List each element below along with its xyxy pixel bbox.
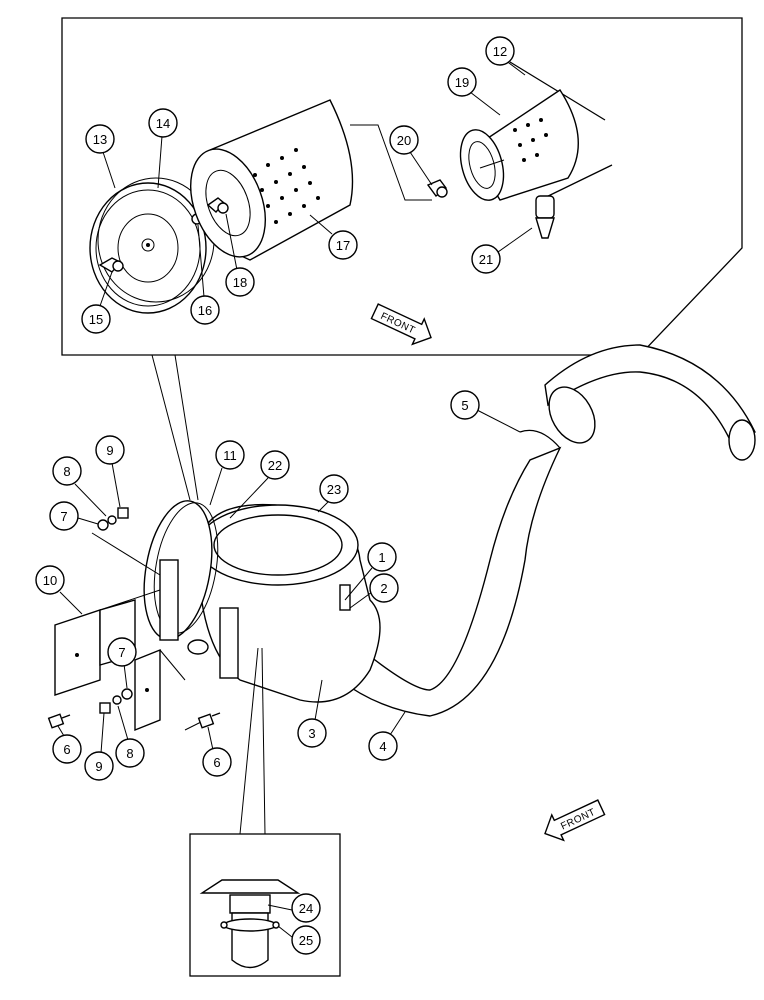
front-arrow-bottom: FRONT — [544, 799, 606, 842]
callout-8a-label: 8 — [63, 464, 70, 479]
callout-3-label: 3 — [308, 726, 315, 741]
callout-5: 5 — [450, 390, 521, 433]
callout-23: 23 — [317, 474, 349, 513]
hardware-group — [47, 507, 221, 729]
callout-8b: 8 — [115, 705, 145, 768]
callout-20-label: 20 — [397, 133, 411, 148]
callout-6a-label: 6 — [63, 742, 70, 757]
callout-9b: 9 — [84, 712, 114, 781]
evacuator-valve-21 — [535, 195, 555, 239]
callout-12: 12 — [485, 36, 526, 76]
callout-22-label: 22 — [268, 458, 282, 473]
callout-10-label: 10 — [43, 573, 57, 588]
lower-inset-leader-left — [239, 647, 259, 835]
callout-6a: 6 — [52, 725, 82, 764]
callout-8b-label: 8 — [126, 746, 133, 761]
callout-15-label: 15 — [89, 312, 103, 327]
callout-14-label: 14 — [156, 116, 170, 131]
callout-5-label: 5 — [461, 398, 468, 413]
callout-4: 4 — [368, 711, 406, 761]
callout-7b-label: 7 — [118, 645, 125, 660]
intake-hose-5 — [519, 344, 756, 461]
callout-20: 20 — [389, 125, 433, 186]
callout-9a: 9 — [95, 435, 125, 508]
callout-17: 17 — [309, 214, 358, 260]
callout-18-label: 18 — [233, 275, 247, 290]
callout-12-label: 12 — [493, 44, 507, 59]
callout-4-label: 4 — [379, 739, 386, 754]
callout-16: 16 — [190, 224, 220, 325]
inset-leader-right — [174, 354, 199, 501]
callout-10: 10 — [35, 565, 83, 615]
callout-7a: 7 — [49, 501, 99, 531]
callout-13: 13 — [85, 124, 116, 189]
callout-21: 21 — [471, 227, 533, 274]
callout-22: 22 — [229, 450, 290, 519]
callout-25-label: 25 — [299, 933, 313, 948]
upper-inset-frame — [61, 17, 743, 356]
callout-14: 14 — [148, 108, 178, 189]
callout-11: 11 — [209, 440, 245, 506]
callout-6b: 6 — [202, 726, 232, 777]
callout-23-label: 23 — [327, 482, 341, 497]
callout-2: 2 — [349, 573, 399, 609]
callout-11-label: 11 — [223, 448, 237, 463]
callout-1-label: 1 — [378, 550, 385, 565]
dust-valve-part — [199, 879, 301, 969]
inset-leader-left — [151, 354, 191, 501]
callout-1: 1 — [344, 542, 397, 601]
inner-filter-housing — [459, 61, 613, 201]
callout-8a: 8 — [52, 456, 107, 517]
callout-13-label: 13 — [93, 132, 107, 147]
callout-25: 25 — [277, 925, 321, 955]
callout-2-label: 2 — [380, 581, 387, 596]
air-cleaner-body — [143, 500, 381, 703]
outlet-hose-4 — [339, 446, 562, 717]
front-arrow-top: FRONT — [370, 303, 432, 346]
callout-21-label: 21 — [479, 252, 493, 267]
callout-16-label: 16 — [198, 303, 212, 318]
callout-7b: 7 — [107, 637, 137, 689]
callout-15: 15 — [81, 271, 113, 334]
callout-9a-label: 9 — [106, 443, 113, 458]
callout-6b-label: 6 — [213, 755, 220, 770]
callout-17-label: 17 — [336, 238, 350, 253]
callout-18: 18 — [225, 213, 255, 297]
callout-3: 3 — [297, 679, 327, 748]
callout-7a-label: 7 — [60, 509, 67, 524]
lower-inset-leader-right — [261, 647, 266, 835]
wing-nut-15 — [98, 257, 124, 273]
callout-19: 19 — [447, 67, 501, 116]
callout-9b-label: 9 — [95, 759, 102, 774]
wing-nut-18 — [206, 197, 229, 214]
callout-19-label: 19 — [455, 75, 469, 90]
callout-24: 24 — [267, 893, 321, 923]
callout-24-label: 24 — [299, 901, 313, 916]
wing-nut-20 — [350, 124, 448, 201]
